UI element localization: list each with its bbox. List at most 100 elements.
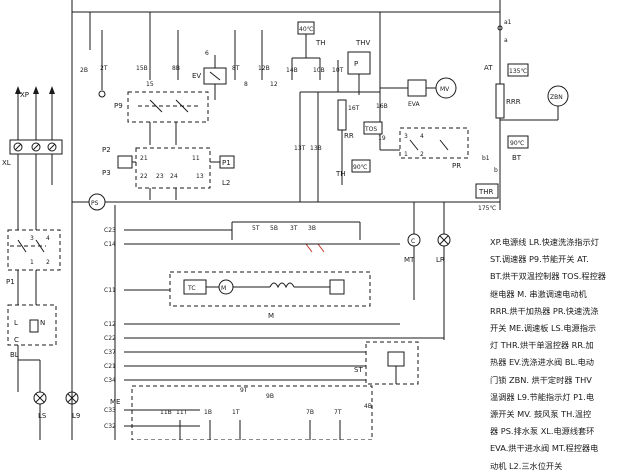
svg-text:EVA: EVA — [408, 101, 421, 108]
svg-text:8B: 8B — [172, 65, 180, 72]
legend-line: 动机 L2.三水位开关 — [490, 460, 563, 471]
svg-text:3: 3 — [30, 235, 34, 242]
svg-text:LR: LR — [436, 256, 445, 264]
svg-text:12B: 12B — [258, 65, 270, 72]
p9-energy-switch: P9 — [114, 91, 209, 145]
svg-text:a1: a1 — [504, 19, 512, 26]
legend-line: 器 PS.排水泵 XL.电源线套环 — [490, 426, 595, 437]
svg-text:4: 4 — [420, 133, 424, 140]
l9-lamp: L9 — [65, 391, 80, 420]
mt-program-motor: C MT — [404, 202, 421, 300]
svg-text:M: M — [221, 285, 226, 292]
motor-m: M TC M — [169, 271, 371, 320]
legend-line: 源开关 MV. 鼓风泵 TH.温控 — [490, 409, 592, 420]
xp-power-cord: XP — [15, 86, 55, 140]
bl-door-lock: L N C BL — [7, 304, 57, 392]
me-speed-board: ME 9T 9B 11B 11T 1B 1T 7B 7T 4B — [110, 385, 373, 440]
svg-text:ST: ST — [354, 366, 363, 374]
cam-c33: C33 — [104, 407, 116, 414]
svg-text:135℃: 135℃ — [509, 68, 527, 75]
svg-text:5T: 5T — [252, 225, 260, 232]
svg-text:BT: BT — [512, 154, 522, 162]
svg-text:11: 11 — [192, 155, 200, 162]
legend-text: XP.电源线 LR.快速洗涤指示灯 ST.调速器 P9.节能开关 AT. BT.… — [490, 234, 618, 475]
legend-line: XP.电源线 LR.快速洗涤指示灯 — [490, 237, 599, 247]
svg-text:ME: ME — [110, 398, 120, 406]
eva-valve: EVA — [380, 79, 427, 108]
svg-text:C: C — [14, 336, 19, 344]
legend-line: BT.烘干双温控制器 TOS.程控器 — [490, 271, 606, 282]
rrr-dry-heater: RRR — [495, 83, 521, 119]
svg-text:90℃: 90℃ — [353, 164, 368, 171]
svg-text:19: 19 — [378, 135, 386, 142]
pr-fast-wash-switch: PR 3 4 1 2 — [380, 127, 469, 170]
rr-heater: RR 16T 16B 19 — [337, 99, 388, 150]
svg-text:AT: AT — [484, 64, 493, 72]
svg-text:RRR: RRR — [506, 98, 521, 106]
svg-text:12: 12 — [270, 81, 278, 88]
top-terminals: 2B 2T 15B 15 8B 6 8T 8 12B 12 — [80, 12, 278, 98]
legend-line: 灯 THR.烘干单温控器 RR.加 — [490, 340, 594, 351]
svg-text:PR: PR — [452, 162, 461, 170]
motor-connector-row: 5T 5B 3T 3B — [231, 221, 361, 253]
svg-text:RR: RR — [344, 132, 354, 140]
svg-text:3: 3 — [404, 133, 408, 140]
svg-text:11T: 11T — [176, 409, 188, 416]
cam-c11: C11 — [104, 287, 116, 294]
svg-text:7T: 7T — [334, 409, 342, 416]
svg-text:16B: 16B — [376, 103, 388, 110]
legend-line: ST.调速器 P9.节能开关 AT. — [490, 254, 589, 265]
legend-line: 继电器 M. 串激调速电动机 — [490, 288, 587, 299]
svg-text:THV: THV — [355, 39, 371, 47]
ev-inlet-valve: EV — [192, 55, 227, 100]
mid-down-lines: 13T 13B — [294, 92, 322, 202]
bt-dry-controller: 90℃ BT b1 b — [482, 135, 529, 174]
svg-text:40℃: 40℃ — [299, 26, 314, 33]
legend-line: EVA.烘干进水阀 MT.程控器电 — [490, 443, 599, 454]
thr-dry-thermostat: THR 175℃ — [475, 183, 499, 212]
cam-c21: C21 — [104, 363, 116, 370]
svg-text:L: L — [14, 319, 18, 327]
svg-text:90℃: 90℃ — [510, 140, 525, 147]
svg-text:2T: 2T — [100, 65, 108, 72]
p1-label: P1 — [6, 278, 15, 286]
at-thermostat: AT 135℃ — [484, 63, 529, 77]
svg-text:1: 1 — [30, 259, 34, 266]
svg-text:5B: 5B — [270, 225, 278, 232]
thv-regulator: THV P — [347, 39, 371, 95]
xl-label: XL — [2, 159, 11, 167]
svg-text:MV: MV — [440, 86, 450, 93]
th-thermostat: 40℃ TH — [291, 21, 326, 80]
svg-text:P1: P1 — [222, 159, 231, 167]
legend-line: 开关 ME.调速板 LS.电源指示 — [490, 323, 597, 334]
svg-text:22: 22 — [140, 173, 148, 180]
svg-text:P9: P9 — [114, 102, 123, 110]
svg-text:1B: 1B — [204, 409, 212, 416]
svg-text:TC: TC — [187, 285, 196, 292]
svg-text:MT: MT — [404, 256, 415, 264]
svg-text:13: 13 — [196, 173, 204, 180]
svg-text:13B: 13B — [310, 145, 322, 152]
svg-text:L2: L2 — [222, 179, 230, 187]
svg-text:N: N — [40, 319, 45, 327]
cam-c37: C37 — [104, 349, 116, 356]
svg-text:10B: 10B — [313, 67, 325, 74]
svg-text:3B: 3B — [308, 225, 316, 232]
legend-line: 热器 EV.洗涤进水阀 BL.电动 — [490, 357, 594, 368]
zbn-dry-timer: ZBN — [500, 85, 569, 121]
svg-text:LS: LS — [38, 412, 47, 420]
ps-drain-pump: PS — [72, 193, 500, 211]
svg-text:THR: THR — [478, 188, 494, 196]
svg-text:2: 2 — [46, 259, 50, 266]
svg-text:2B: 2B — [80, 67, 88, 74]
st-speed-regulator: ST — [354, 341, 419, 385]
svg-text:TH: TH — [315, 39, 326, 47]
lr-fast-wash-lamp: LR — [436, 202, 451, 340]
svg-text:4B: 4B — [364, 403, 372, 410]
svg-text:6: 6 — [205, 50, 209, 57]
cam-c22: C22 — [104, 335, 116, 342]
legend-line: RRR.烘干加热器 PR.快速洗涤 — [490, 305, 599, 316]
cam-terminal-column: C23 C14 C11 C12 C22 C37 C21 C34 C33 C32 — [104, 227, 444, 430]
